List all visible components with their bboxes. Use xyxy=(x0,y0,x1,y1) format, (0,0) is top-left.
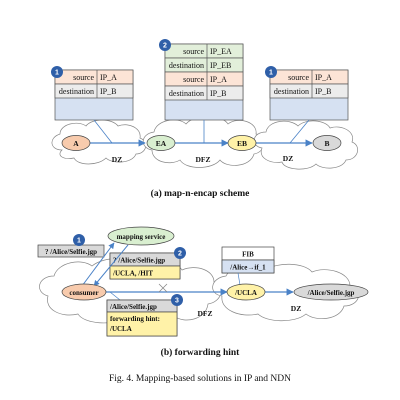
cloud-dz-left xyxy=(51,119,147,165)
cloud-dz-right xyxy=(253,120,359,170)
svg-text:/Alice→if_1: /Alice→if_1 xyxy=(229,264,266,272)
svg-text:EA: EA xyxy=(156,139,167,148)
fib-table: FIB /Alice→if_1 xyxy=(221,246,275,274)
zone-label-dz-b: DZ xyxy=(291,304,301,313)
node-b: B xyxy=(312,135,342,151)
svg-text:/Alice/Selfie.jgp: /Alice/Selfie.jgp xyxy=(109,303,157,311)
badge-a-1-right: 1 xyxy=(265,66,277,78)
svg-text:/UCLA, /HIT: /UCLA, /HIT xyxy=(112,270,153,278)
svg-text:IP_A: IP_A xyxy=(315,73,332,82)
svg-text:1: 1 xyxy=(269,70,273,77)
svg-text:2: 2 xyxy=(178,251,182,258)
zone-label-dz-right: DZ xyxy=(283,154,293,163)
svg-text:source: source xyxy=(183,47,204,56)
badge-b-1: 1 xyxy=(73,234,85,246)
svg-text:/UCLA: /UCLA xyxy=(234,289,257,297)
svg-text:IP_EA: IP_EA xyxy=(210,47,232,56)
svg-text:forwarding hint:: forwarding hint: xyxy=(110,315,160,323)
svg-text:? /Alice/Selfie.jgp: ? /Alice/Selfie.jgp xyxy=(45,248,97,256)
zone-label-dz-left: DZ xyxy=(112,155,122,164)
caption-b: (b) forwarding hint xyxy=(161,347,240,358)
svg-text:? /Alice/Selfie.jgp: ? /Alice/Selfie.jgp xyxy=(113,257,165,265)
interest-connector xyxy=(109,291,121,301)
node-eb: EB xyxy=(227,135,257,151)
zone-label-dfz-b: DFZ xyxy=(198,309,213,318)
svg-text:A: A xyxy=(73,139,79,148)
svg-text:3: 3 xyxy=(175,298,179,305)
svg-text:mapping service: mapping service xyxy=(117,233,166,241)
reply-box: ? /Alice/Selfie.jgp /UCLA, /HIT xyxy=(109,252,181,280)
zone-label-dfz: DFZ xyxy=(196,155,211,164)
node-ea: EA xyxy=(146,135,176,151)
svg-text:/UCLA: /UCLA xyxy=(109,325,132,333)
svg-text:destination: destination xyxy=(274,87,309,96)
svg-text:destination: destination xyxy=(59,87,94,96)
svg-text:IP_B: IP_B xyxy=(210,89,226,98)
svg-text:source: source xyxy=(288,73,309,82)
badge-b-2: 2 xyxy=(174,247,186,259)
svg-text:1: 1 xyxy=(55,70,59,77)
interest-packet-box: /Alice/Selfie.jgp forwarding hint: /UCLA xyxy=(106,299,178,337)
consumer-node: consumer xyxy=(61,283,107,301)
svg-text:destination: destination xyxy=(169,89,204,98)
svg-text:/Alice/Selfie.jgp: /Alice/Selfie.jgp xyxy=(307,289,355,297)
svg-text:FIB: FIB xyxy=(242,251,254,259)
svg-text:source: source xyxy=(183,75,204,84)
blocked-marker xyxy=(158,283,168,293)
caption-a: (a) map-n-encap scheme xyxy=(151,188,250,199)
svg-text:IP_EB: IP_EB xyxy=(210,61,231,70)
badge-a-2-middle: 2 xyxy=(159,39,171,51)
producer-node: /Alice/Selfie.jgp xyxy=(293,283,369,301)
svg-text:1: 1 xyxy=(77,238,81,245)
svg-text:destination: destination xyxy=(169,61,204,70)
table-connectors-a xyxy=(93,119,310,144)
svg-text:consumer: consumer xyxy=(69,289,98,297)
svg-text:IP_A: IP_A xyxy=(100,73,117,82)
mapping-service-node: mapping service xyxy=(107,226,175,246)
svg-text:source: source xyxy=(73,73,94,82)
svg-text:IP_B: IP_B xyxy=(100,87,116,96)
figure-caption: Fig. 4. Mapping-based solutions in IP an… xyxy=(109,374,291,384)
header-table-left: source IP_A destination IP_B xyxy=(54,69,134,121)
svg-text:EB: EB xyxy=(237,139,247,148)
svg-text:IP_B: IP_B xyxy=(315,87,331,96)
fib-connector xyxy=(237,272,241,286)
query-box: ? /Alice/Selfie.jgp xyxy=(37,244,105,258)
svg-text:2: 2 xyxy=(163,43,167,50)
header-table-right: source IP_A destination IP_B xyxy=(269,69,349,121)
node-a: A xyxy=(61,135,91,151)
svg-text:IP_A: IP_A xyxy=(210,75,227,84)
badge-b-3: 3 xyxy=(171,294,183,306)
query-arrows xyxy=(81,242,129,287)
badge-a-1-left: 1 xyxy=(51,66,63,78)
ucla-node: /UCLA xyxy=(226,283,266,301)
header-table-middle: source IP_EA destination IP_EB source IP… xyxy=(164,43,244,121)
svg-text:B: B xyxy=(324,139,329,148)
